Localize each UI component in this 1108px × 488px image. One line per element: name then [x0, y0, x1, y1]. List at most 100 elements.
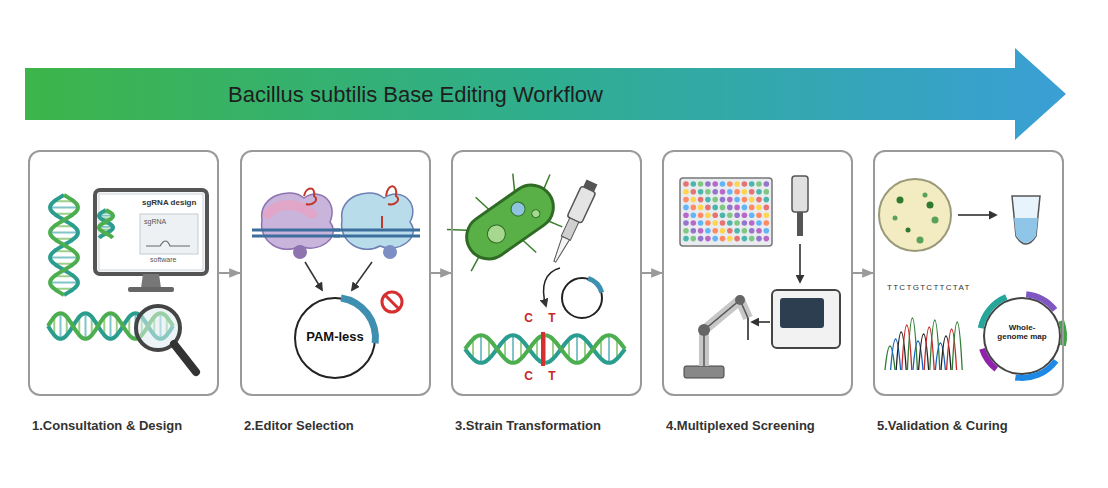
colony	[932, 217, 939, 224]
well	[720, 228, 726, 234]
well	[705, 220, 711, 226]
step-label: 1.Consultation & Design	[32, 418, 182, 433]
well	[720, 236, 726, 242]
well	[720, 197, 726, 203]
edit-site	[541, 332, 545, 366]
illustration-label: TTCTGTCTTCTAT	[887, 284, 971, 293]
well	[691, 228, 697, 234]
well	[749, 212, 755, 218]
dna-strand	[50, 195, 78, 295]
well	[691, 197, 697, 203]
flow-arrow	[431, 272, 451, 274]
robot-arm-outline	[704, 300, 748, 366]
well	[727, 236, 733, 242]
well	[742, 236, 748, 242]
sequencer-screen	[780, 298, 824, 328]
well	[764, 181, 770, 187]
well	[742, 220, 748, 226]
arrow	[305, 262, 322, 290]
base-pair	[110, 313, 112, 339]
well	[691, 205, 697, 211]
well	[720, 212, 726, 218]
homogenizer-body	[792, 176, 808, 212]
well	[705, 181, 711, 187]
base-pair	[60, 313, 62, 339]
colony	[897, 197, 904, 204]
well	[705, 228, 711, 234]
well	[705, 197, 711, 203]
dna-strand	[99, 210, 113, 238]
colony	[906, 228, 911, 233]
dna-strand	[334, 235, 420, 238]
colony	[917, 237, 924, 244]
well	[683, 220, 689, 226]
edit-mark	[381, 216, 383, 228]
well	[698, 181, 704, 187]
arrow	[544, 268, 560, 306]
well	[683, 205, 689, 211]
dna-strand	[252, 235, 340, 238]
chromatogram-peak	[930, 320, 940, 370]
base-editor-enzyme	[262, 193, 334, 249]
step-label: 2.Editor Selection	[244, 418, 354, 433]
well	[756, 181, 762, 187]
colony	[893, 216, 898, 221]
robot-joint	[735, 295, 745, 305]
well	[727, 212, 733, 218]
arrow	[799, 244, 801, 282]
prohibition-sign	[385, 295, 399, 309]
well	[698, 228, 704, 234]
sample-tube	[1012, 196, 1040, 244]
genome-segment	[1015, 359, 1058, 381]
well	[749, 220, 755, 226]
well	[734, 220, 740, 226]
well	[756, 228, 762, 234]
well	[742, 212, 748, 218]
deaminase	[293, 245, 307, 259]
sgrna-structure	[146, 241, 190, 246]
base-pair	[576, 335, 578, 363]
step-label: 4.Multiplexed Screening	[666, 418, 815, 433]
step-panel: 2.Editor Selection	[240, 150, 431, 396]
well	[742, 228, 748, 234]
colony	[923, 193, 928, 198]
well	[764, 228, 770, 234]
colony	[927, 202, 934, 209]
sgrna-loop	[386, 186, 398, 204]
well	[742, 189, 748, 195]
illustration-label: C T	[523, 370, 563, 383]
chromatogram-peak	[941, 336, 951, 370]
well	[756, 197, 762, 203]
well	[742, 205, 748, 211]
well	[698, 189, 704, 195]
chromatogram-peak	[952, 322, 962, 370]
illustration-label: sgRNA design	[142, 199, 196, 208]
well	[712, 189, 718, 195]
robot-arm	[704, 300, 748, 366]
organelle	[508, 199, 527, 218]
well	[734, 197, 740, 203]
well	[756, 205, 762, 211]
monitor	[95, 190, 207, 274]
genome-segment	[1026, 291, 1057, 312]
flagellum	[447, 220, 467, 239]
bacterium	[438, 155, 582, 289]
well	[683, 181, 689, 187]
software-window	[140, 214, 198, 254]
robot-joint	[698, 324, 710, 336]
well	[691, 189, 697, 195]
well	[712, 181, 718, 187]
step-label: 3.Strain Transformation	[455, 418, 601, 433]
well	[727, 220, 733, 226]
chromatogram-peak	[919, 334, 929, 370]
deaminase	[383, 245, 397, 259]
well	[683, 228, 689, 234]
well	[698, 212, 704, 218]
well	[727, 228, 733, 234]
well	[705, 212, 711, 218]
flow-arrow	[219, 272, 240, 274]
base-pair	[50, 207, 78, 209]
dna-strand	[252, 229, 340, 232]
